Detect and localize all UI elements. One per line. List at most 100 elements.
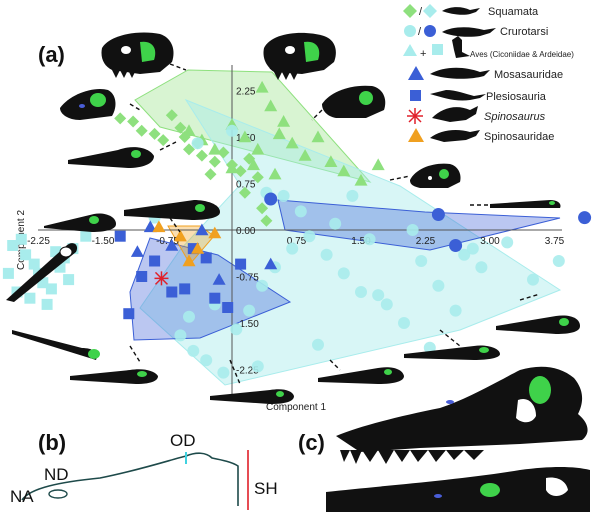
y-tick-label: 0.75 <box>236 180 256 191</box>
skull-center-croc-icon <box>124 200 220 220</box>
y-tick-label: -0.75 <box>236 273 259 284</box>
skull-left-3-icon <box>68 147 154 168</box>
legend-croc-icon <box>442 27 496 37</box>
skull-bird-long-icon <box>6 243 78 302</box>
point-squamata-triangles <box>285 136 299 149</box>
legend-squamata-diamond2-icon <box>423 4 437 18</box>
x-tick-label: -1.50 <box>92 236 115 247</box>
hull-squamata <box>134 69 372 183</box>
connector-1 <box>169 63 187 71</box>
skull-right-top-icon <box>322 85 386 118</box>
point-squamata-triangles <box>251 142 265 155</box>
point-crurotarsi <box>187 344 200 357</box>
point-squamata-triangles <box>311 130 325 143</box>
panel-letter-a: (a) <box>38 42 65 67</box>
legend-label-plesiosauria: Plesiosauria <box>486 91 547 103</box>
lower-green <box>480 483 500 497</box>
point-squamata-triangles <box>272 127 286 140</box>
naris-outline <box>48 489 68 499</box>
point-crurotarsi <box>251 360 264 373</box>
point-spinosauridae <box>182 254 196 267</box>
legend-spinosauridae-triangle-icon <box>408 128 424 142</box>
legend-spinosauridae-icon <box>430 130 480 142</box>
legend-mosasaur-icon <box>430 67 490 79</box>
point-mosasauridae <box>165 239 179 251</box>
point-squamata-triangles <box>264 99 278 112</box>
point-squamata <box>157 134 170 147</box>
point-crurotarsi-dark <box>264 192 278 206</box>
point-spinosauridae <box>191 242 205 254</box>
point-squamata <box>127 115 140 128</box>
legend-label-mosasauridae: Mosasauridae <box>494 69 563 81</box>
point-squamata <box>195 149 208 162</box>
legend-spinosauridae: Spinosauridae <box>408 128 554 143</box>
point-plesiosauria <box>136 271 148 282</box>
point-aves-ciconiidae-ardeidae <box>41 298 53 310</box>
point-crurotarsi <box>320 248 333 261</box>
point-aves-ciconiidae-ardeidae <box>37 277 49 289</box>
point-squamata-triangles <box>247 158 260 171</box>
point-crurotarsi-dark <box>431 208 445 221</box>
point-mosasauridae <box>264 257 278 270</box>
point-squamata <box>204 168 217 181</box>
point-crurotarsi <box>217 366 230 379</box>
upper-jaw <box>336 366 588 452</box>
y-tick-label: -1.50 <box>236 319 259 330</box>
point-plesiosauria <box>166 286 178 298</box>
panel-b-outline: OD ND NA SH <box>10 431 278 510</box>
point-aves-ciconiidae-ardeidae <box>54 261 66 273</box>
y-tick-label: 0.00 <box>236 226 256 237</box>
upper-teeth <box>340 450 484 464</box>
skull-left-2-icon <box>60 88 116 120</box>
skull-right-low-icon <box>404 345 500 360</box>
point-crurotarsi <box>174 329 187 342</box>
point-plesiosauria <box>149 255 161 267</box>
point-aves-ciconiidae-ardeidae <box>24 292 36 304</box>
point-crurotarsi <box>329 217 342 230</box>
connector-13 <box>519 293 541 301</box>
point-crurotarsi <box>406 224 419 236</box>
y-tick-label: 2.25 <box>236 87 256 98</box>
connector-5 <box>311 109 323 121</box>
x-tick-label: -0.75 <box>156 236 179 247</box>
legend-mosasaur-triangle-icon <box>408 66 424 80</box>
point-crurotarsi <box>398 317 410 329</box>
point-crurotarsi <box>527 273 539 286</box>
point-squamata-triangles <box>371 158 385 171</box>
point-crurotarsi-dark <box>578 211 592 225</box>
point-squamata <box>238 186 251 199</box>
skull-silhouettes <box>6 32 580 404</box>
legend-mosasauridae: Mosasauridae <box>408 66 563 81</box>
legend-aves-triangle-icon <box>403 44 417 56</box>
point-squamata <box>174 121 187 134</box>
naris-blue <box>446 400 454 404</box>
skull-right-mid-icon <box>496 315 580 334</box>
point-spinosauridae <box>152 220 166 233</box>
point-crurotarsi <box>432 279 445 292</box>
connector-lines <box>129 63 541 385</box>
point-plesiosauria <box>222 302 234 313</box>
legend-spinosaurus-asterisk-icon <box>407 108 423 124</box>
legend-crurotarsi-circle2-icon <box>424 25 436 37</box>
point-mosasauridae <box>195 223 209 236</box>
point-squamata-triangles <box>238 130 252 143</box>
point-spinosauridae <box>173 229 187 242</box>
point-spinosauridae <box>208 226 222 239</box>
panel-letter-c: (c) <box>298 430 325 455</box>
x-tick-label: 3.00 <box>480 236 500 247</box>
point-crurotarsi <box>552 255 565 267</box>
point-aves-ciconiidae-ardeidae <box>50 246 62 258</box>
legend-label-squamata: Squamata <box>488 6 539 18</box>
legend-label-spinosauridae: Spinosauridae <box>484 131 554 143</box>
skull-left-croc-icon <box>44 213 116 232</box>
fenestra <box>516 398 536 423</box>
hull-mosasauridae-crurotarsi-blue <box>277 199 561 251</box>
point-squamata <box>208 155 221 168</box>
legend-plesiosaur-square-icon <box>410 90 421 101</box>
legend: / Squamata / Crurotarsi + Aves (Ciconiid… <box>403 4 574 143</box>
point-crurotarsi <box>415 255 428 267</box>
point-crurotarsi <box>226 124 238 137</box>
legend-lizard-icon <box>442 7 480 15</box>
legend-spinosaurus: Spinosaurus <box>407 106 546 124</box>
skull-left-bottom-bird-icon <box>12 330 100 360</box>
